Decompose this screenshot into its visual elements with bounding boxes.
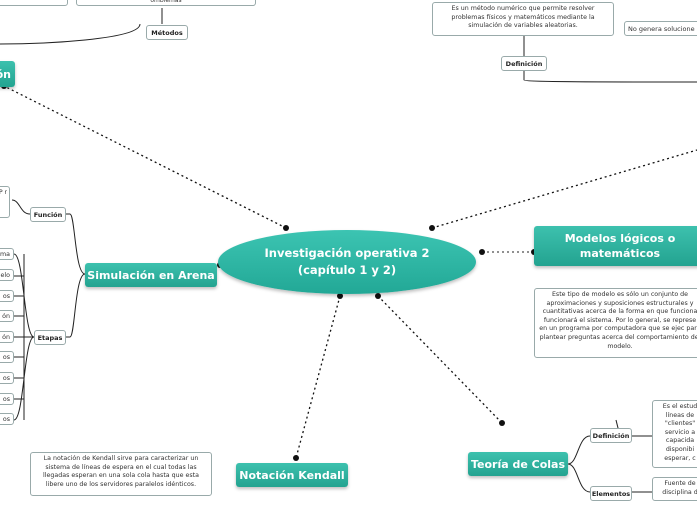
connector-metodos [0,8,163,45]
kendall-description: La notación de Kendall sirve para caract… [30,452,212,496]
etapa-item-text: os [2,353,10,361]
definicion-top-label[interactable]: Definición [501,56,547,71]
metodos-label[interactable]: Métodos [146,25,188,40]
connector-arena-funcion [66,213,86,275]
topic-notacion-kendall[interactable]: Notación Kendall [236,463,348,487]
topic-partial-left[interactable]: ón [0,61,15,87]
elementos-text: Elementos [591,489,631,498]
kendall-desc-text: La notación de Kendall sirve para caract… [42,455,199,488]
modelos-description: Este tipo de modelo es sólo un conjunto … [534,288,697,358]
etapas-text: Etapas [37,333,63,342]
elementos-label[interactable]: Elementos [590,486,632,501]
etapa-item-text: ma [0,250,10,258]
topic-modelos-text: Modelos lógicos o matemáticos [564,232,676,260]
topic-simulacion-arena[interactable]: Simulación en Arena [85,263,217,287]
top-left-desc-box: omblemas [76,0,256,6]
funcion-partial-box: P r [0,186,10,218]
etapa-item-text: elo [0,271,10,279]
top-left-partial-box [0,0,68,6]
etapa-item: os [0,413,14,425]
funcion-label[interactable]: Función [30,207,66,222]
no-genera-text: No genera solucione [628,24,695,33]
etapa-item-text: os [2,415,10,423]
connector-arena-etapas [66,273,86,338]
etapa-item-text: os [2,395,10,403]
etapa-item: elo [0,269,14,281]
connector-center-topright [431,149,697,229]
topic-simulacion-arena-text: Simulación en Arena [87,268,215,282]
central-topic-line1: Investigación operativa 2 [264,246,430,260]
topic-teoria-colas[interactable]: Teoría de Colas [468,452,568,476]
top-left-partial-text: omblemas [150,0,182,4]
etapa-item: ón [0,310,14,322]
central-topic-line2: (capítulo 1 y 2) [297,263,397,277]
etapa-item: ma [0,248,14,260]
colas-definition: Es el estud líneas de "clientes" servici… [652,400,697,468]
etapa-item: os [0,372,14,384]
modelos-desc-text: Este tipo de modelo es sólo un conjunto … [539,291,697,350]
central-topic[interactable]: Investigación operativa 2 (capítulo 1 y … [218,230,476,294]
etapa-item: os [0,351,14,363]
colas-elem-text: Fuente de disciplina d [662,480,697,496]
etapa-item-text: os [2,374,10,382]
connector-center-colas [377,295,503,424]
topic-teoria-colas-text: Teoría de Colas [470,457,566,471]
metodos-text: Métodos [151,28,183,37]
colas-def-text: Es el estud líneas de "clientes" servici… [662,403,697,462]
etapas-label[interactable]: Etapas [34,330,66,345]
montecarlo-text: Es un método numérico que permite resolv… [451,5,595,30]
montecarlo-definition: Es un método numérico que permite resolv… [432,2,614,36]
colas-elementos: Fuente de disciplina d [652,477,697,501]
connector-colas-elem [567,463,591,493]
etapa-item: os [0,393,14,405]
etapa-item-text: ón [2,333,10,341]
etapa-item-text: os [2,292,10,300]
definicion-colas-label[interactable]: Definición [590,428,632,443]
connector-definicion-top [523,36,697,83]
topic-notacion-kendall-text: Notación Kendall [239,468,345,482]
funcion-text: Función [33,210,63,219]
connector-center-kendall [295,295,341,459]
topic-modelos[interactable]: Modelos lógicos o matemáticos [534,226,697,266]
connector-colas-def [567,435,591,465]
etapa-item: os [0,290,14,302]
definicion-top-text: Definición [505,59,543,68]
topic-partial-left-text: ón [0,67,11,81]
funcion-partial-text: P r [0,189,7,196]
definicion-colas-text: Definición [592,431,630,440]
etapa-item: ón [0,331,14,343]
etapa-item-text: ón [2,312,10,320]
no-genera-box: No genera solucione [624,21,697,36]
